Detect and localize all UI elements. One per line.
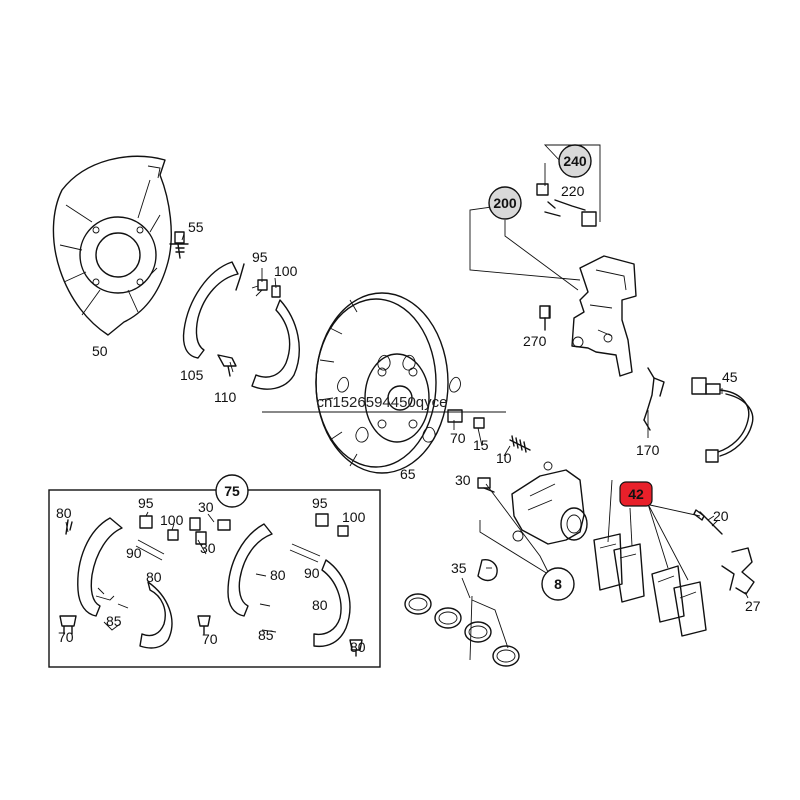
label-75: 75 [224, 483, 240, 499]
parking-brake-shoes [182, 261, 300, 390]
pad-clips [721, 547, 755, 595]
label-100-kit-b: 100 [342, 509, 366, 525]
label-95-kit-a: 95 [138, 495, 154, 511]
label-70-kit-b: 70 [202, 631, 218, 647]
label-90-kit-a: 90 [126, 545, 142, 561]
label-35: 35 [451, 560, 467, 576]
hardware-kit-box [48, 489, 381, 668]
label-110: 110 [214, 389, 237, 405]
label-8: 8 [554, 576, 562, 592]
label-10: 10 [496, 450, 512, 466]
label-80-kit-a: 80 [56, 505, 72, 521]
retaining-spring [643, 367, 665, 431]
label-85-kit-b: 85 [258, 627, 274, 643]
callout-circle-8 [541, 567, 575, 601]
leader-lines [181, 144, 749, 661]
caliper-bolt [477, 477, 495, 493]
label-100-top: 100 [274, 263, 298, 279]
label-70-disc: 70 [450, 430, 466, 446]
label-30-kit-a: 30 [198, 499, 214, 515]
label-30-caliper: 30 [455, 472, 471, 488]
callout-circle-200 [488, 186, 522, 220]
label-65: 65 [400, 466, 416, 482]
callout-circle-75 [215, 474, 249, 508]
label-100-kit-a: 100 [160, 512, 184, 528]
brake-pads [593, 533, 707, 637]
label-170: 170 [636, 442, 660, 458]
bolt-20 [693, 509, 723, 535]
wear-sensor [691, 377, 754, 463]
seal-kit [404, 559, 520, 667]
label-95-top: 95 [252, 249, 268, 265]
label-85-kit-a: 85 [106, 613, 122, 629]
label-42: 42 [628, 486, 644, 502]
bolt-55 [169, 231, 189, 259]
label-30-kit-b: 30 [200, 540, 216, 556]
backing-plate [52, 155, 172, 336]
label-270: 270 [523, 333, 547, 349]
label-45: 45 [722, 369, 738, 385]
callout-labels: 240 200 220 270 45 170 55 50 95 100 105 … [56, 153, 761, 655]
brake-disc [315, 292, 461, 474]
label-70-kit-a: 70 [58, 629, 74, 645]
label-240: 240 [563, 153, 587, 169]
label-80-kit-c: 80 [270, 567, 286, 583]
watermark-band: cn1526594450qyce [262, 394, 506, 413]
caliper-bracket [571, 255, 637, 377]
caliper-housing [511, 461, 588, 545]
label-15: 15 [473, 437, 489, 453]
label-27: 27 [745, 598, 761, 614]
disc-small-parts [447, 409, 531, 453]
label-95-kit-b: 95 [312, 495, 328, 511]
label-50: 50 [92, 343, 108, 359]
callout-circle-240 [558, 144, 592, 178]
guide-pins [536, 183, 597, 331]
label-105: 105 [180, 367, 204, 383]
label-20: 20 [713, 508, 729, 524]
label-220: 220 [561, 183, 585, 199]
callout-highlight-42 [619, 481, 653, 507]
label-80-kit-e: 80 [350, 639, 366, 655]
label-200: 200 [493, 195, 517, 211]
label-80-kit-b: 80 [146, 569, 162, 585]
callout-circles [215, 144, 653, 601]
label-90-kit-b: 90 [304, 565, 320, 581]
label-55: 55 [188, 219, 204, 235]
label-80-kit-d: 80 [312, 597, 328, 613]
watermark-text: cn1526594450qyce [317, 394, 448, 411]
